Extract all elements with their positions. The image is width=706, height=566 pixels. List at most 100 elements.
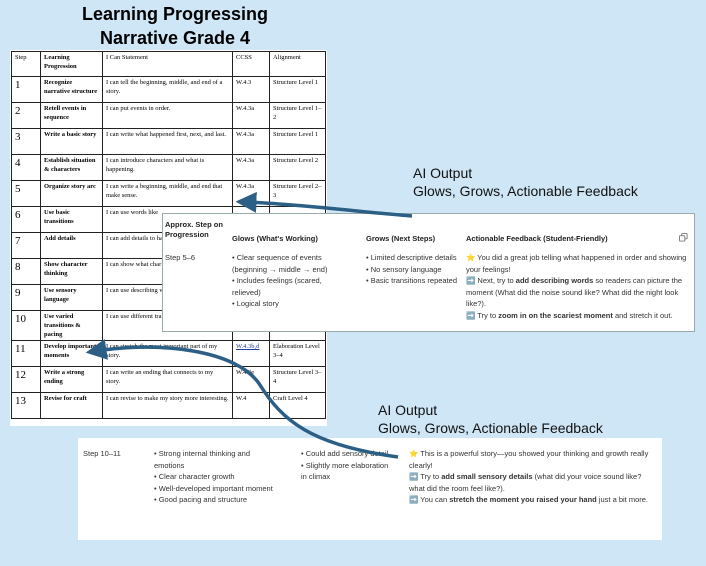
row-progression: Show character thinking [40,258,103,285]
feedback-pre: Try to [418,472,442,481]
row-step: 13 [11,392,41,419]
feedback-item: ⭐ You did a great job telling what happe… [466,252,688,275]
arrow-right-icon: ➡️ [409,495,419,504]
feedback-card-2: Step 10–11 • Strong internal thinking an… [78,438,662,540]
list-item: • Good pacing and structure [154,495,248,504]
feedback-pre: Next, try to [475,276,516,285]
row-ccss: W.4 [232,392,270,419]
card2-grows: • Could add sensory detail • Slightly mor… [301,448,391,483]
row-alignment: Structure Level 2 [269,154,326,181]
row-step: 5 [11,180,41,207]
row-ican: I can write a beginning, middle, and end… [102,180,233,207]
card2-step: Step 10–11 [83,449,121,458]
card1-header-glows: Glows (What's Working) [232,234,318,243]
feedback-item: ➡️ Try to zoom in on the scariest moment… [466,310,688,322]
card1-header-feedback: Actionable Feedback (Student-Friendly) [466,234,608,243]
ai-output-label-2: AI Output Glows, Grows, Actionable Feedb… [378,401,603,437]
feedback-pre: You can [418,495,450,504]
row-progression: Write a strong ending [40,366,103,393]
card1-grows: • Limited descriptive details • No sensor… [366,252,458,287]
list-item: • Could add sensory detail [301,449,389,458]
row-ccss: W.4.3a [232,154,270,181]
list-item: • Basic transitions repeated [366,276,458,285]
list-item: • No sensory language [366,264,442,274]
row-alignment: Structure Level 3–4 [269,366,326,393]
list-item: • Includes feelings (scared, relieved) [232,276,322,297]
row-step: 2 [11,102,41,129]
progression-document: Step Learning Progression I Can Statemen… [10,50,327,426]
row-step: 6 [11,206,41,233]
arrow-right-icon: ➡️ [466,276,476,285]
table-header-row: Step Learning Progression I Can Statemen… [11,51,326,77]
card1-step: Step 5–6 [165,253,196,262]
header-ican: I Can Statement [102,51,233,77]
star-icon: ⭐ [409,449,419,458]
row-progression: Organize story arc [40,180,103,207]
row-progression: Revise for craft [40,392,103,419]
label-1-line-1: AI Output [413,165,473,181]
arrow-right-icon: ➡️ [466,310,476,320]
list-item: • Strong internal thinking and emotions [154,449,251,470]
feedback-pre: You did a great job telling what happene… [466,253,687,274]
feedback-post: (what did your voice sound like? what di… [409,472,642,493]
page-title: Learning Progressing Narrative Grade 4 [60,2,290,50]
feedback-bold: add describing words [515,276,594,285]
feedback-post: just a bit more. [596,495,649,504]
feedback-post: so readers can picture the moment (What … [466,276,683,308]
arrow-right-icon: ➡️ [409,472,419,481]
title-line-2: Narrative Grade 4 [99,28,251,48]
row-progression: Use varied transitions & pacing [40,310,103,341]
row-progression: Recognize narrative structure [40,76,103,103]
feedback-post: and stretch it out. [612,310,673,320]
card2-feedback: ⭐ This is a powerful story—you showed yo… [409,448,657,506]
row-step: 3 [11,128,41,155]
row-ccss: W.4.3 [232,76,270,103]
feedback-bold: zoom in on the scariest moment [498,310,613,320]
row-step: 9 [11,284,41,311]
arrow-to-step-11 [85,339,399,459]
copy-icon[interactable] [679,233,688,242]
row-progression: Establish situation & characters [40,154,103,181]
row-ican: I can put events in order. [102,102,233,129]
card2-glows: • Strong internal thinking and emotions •… [154,448,276,506]
row-ican: I can tell the beginning, middle, and en… [102,76,233,103]
row-ccss: W.4.3a [232,128,270,155]
header-step: Step [11,51,41,77]
list-item: • Clear sequence of events (beginning → … [232,253,328,274]
feedback-pre: This is a powerful story—you showed your… [409,449,649,470]
progression-table: Step Learning Progression I Can Statemen… [11,51,326,419]
feedback-pre: Try to [475,310,499,320]
row-ican: I can revise to make my story more inter… [102,392,233,419]
label-2-line-2: Glows, Grows, Actionable Feedback [378,420,603,436]
feedback-item: ➡️ Try to add small sensory details (wha… [409,471,657,494]
feedback-bold: stretch the moment you raised your hand [449,495,597,504]
card1-header-grows: Grows (Next Steps) [366,234,436,243]
row-alignment: Structure Level 1 [269,76,326,103]
list-item: • Clear character growth [154,472,235,481]
ai-output-label-1: AI Output Glows, Grows, Actionable Feedb… [413,164,638,200]
arrow-to-step-5 [235,191,413,218]
card1-header-step: Approx. Step on Progression [165,220,223,239]
row-ccss: W.4.3a [232,102,270,129]
list-item: • Logical story [232,299,279,308]
card1-feedback: ⭐ You did a great job telling what happe… [466,252,688,321]
list-item: • Slightly more elaboration in climax [301,460,389,482]
row-alignment: Structure Level 1–2 [269,102,326,129]
card1-glows: • Clear sequence of events (beginning → … [232,252,352,310]
feedback-card-1: Approx. Step on Progression Glows (What'… [162,213,695,332]
row-alignment: Elaboration Level 3–4 [269,340,326,367]
label-1-line-2: Glows, Grows, Actionable Feedback [413,183,638,199]
feedback-bold: add small sensory details [441,472,533,481]
feedback-item: ⭐ This is a powerful story—you showed yo… [409,448,657,471]
list-item: • Well-developed important moment [154,483,273,493]
list-item: • Limited descriptive details [366,253,457,262]
header-progression: Learning Progression [40,51,103,77]
label-2-line-1: AI Output [378,402,438,418]
feedback-item: ➡️ Next, try to add describing words so … [466,275,688,310]
